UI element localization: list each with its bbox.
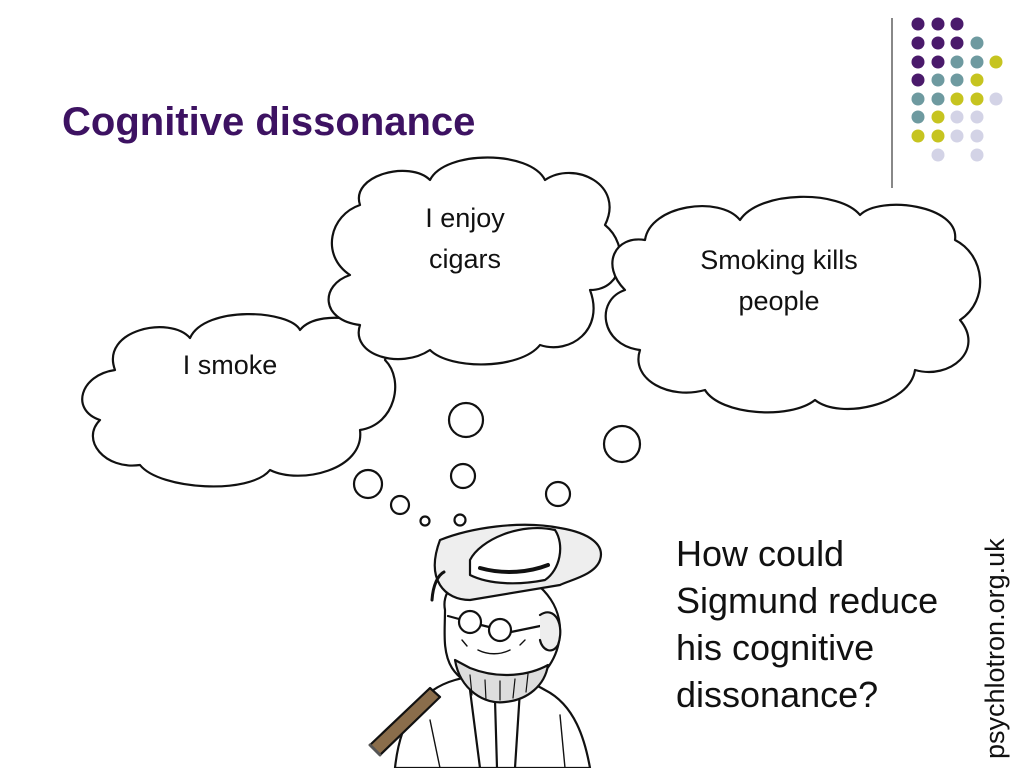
thought-cloud-smoking-kills-people — [604, 195, 982, 414]
discussion-question: How could Sigmund reduce his cognitive d… — [676, 533, 939, 715]
cloud-text-i-smoke: I smoke — [182, 350, 278, 380]
source-credit: psychlotron.org.uk — [980, 538, 1010, 759]
decorative-dot-grid — [911, 17, 1003, 162]
slide-title: Cognitive dissonance — [62, 100, 476, 144]
sigmund-freud-caricature-icon — [368, 523, 603, 768]
cloud-text-i-enjoy-cigars: I enjoy cigars — [425, 203, 505, 274]
thought-cloud-i-enjoy-cigars — [327, 156, 622, 366]
cloud-text-smoking-kills-people: Smoking kills people — [700, 245, 858, 316]
decorative-divider — [891, 18, 893, 188]
thought-cloud-i-smoke — [81, 313, 397, 488]
thought-bubbles — [352, 401, 642, 544]
